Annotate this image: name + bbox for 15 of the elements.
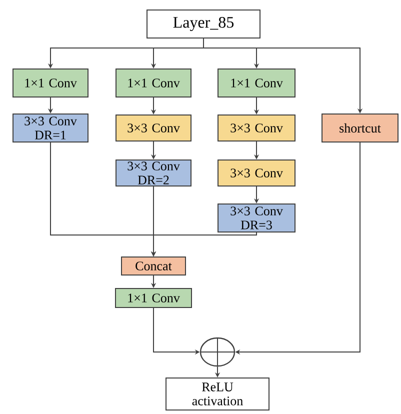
concat-box: Concat [121, 256, 186, 276]
shortcut-box: shortcut [322, 114, 398, 142]
conv-box: 3×3 Conv DR=2 [116, 160, 192, 186]
conv-box: 1×1 Conv [116, 68, 192, 98]
conv-box: 3×3 Conv [218, 114, 296, 142]
conv-box: 3×3 Conv [218, 160, 296, 186]
conv-box: 1×1 Conv [218, 68, 296, 98]
activation-box: ReLU activation [166, 378, 270, 410]
conv-box: 3×3 Conv DR=3 [218, 204, 296, 232]
conv-box: 3×3 Conv DR=1 [12, 114, 88, 142]
layer-box: Layer_85 [146, 10, 260, 38]
conv-box: 1×1 Conv [12, 68, 88, 98]
conv-box: 1×1 Conv [115, 288, 192, 308]
conv-box: 3×3 Conv [116, 114, 192, 142]
add-symbol [200, 337, 236, 367]
